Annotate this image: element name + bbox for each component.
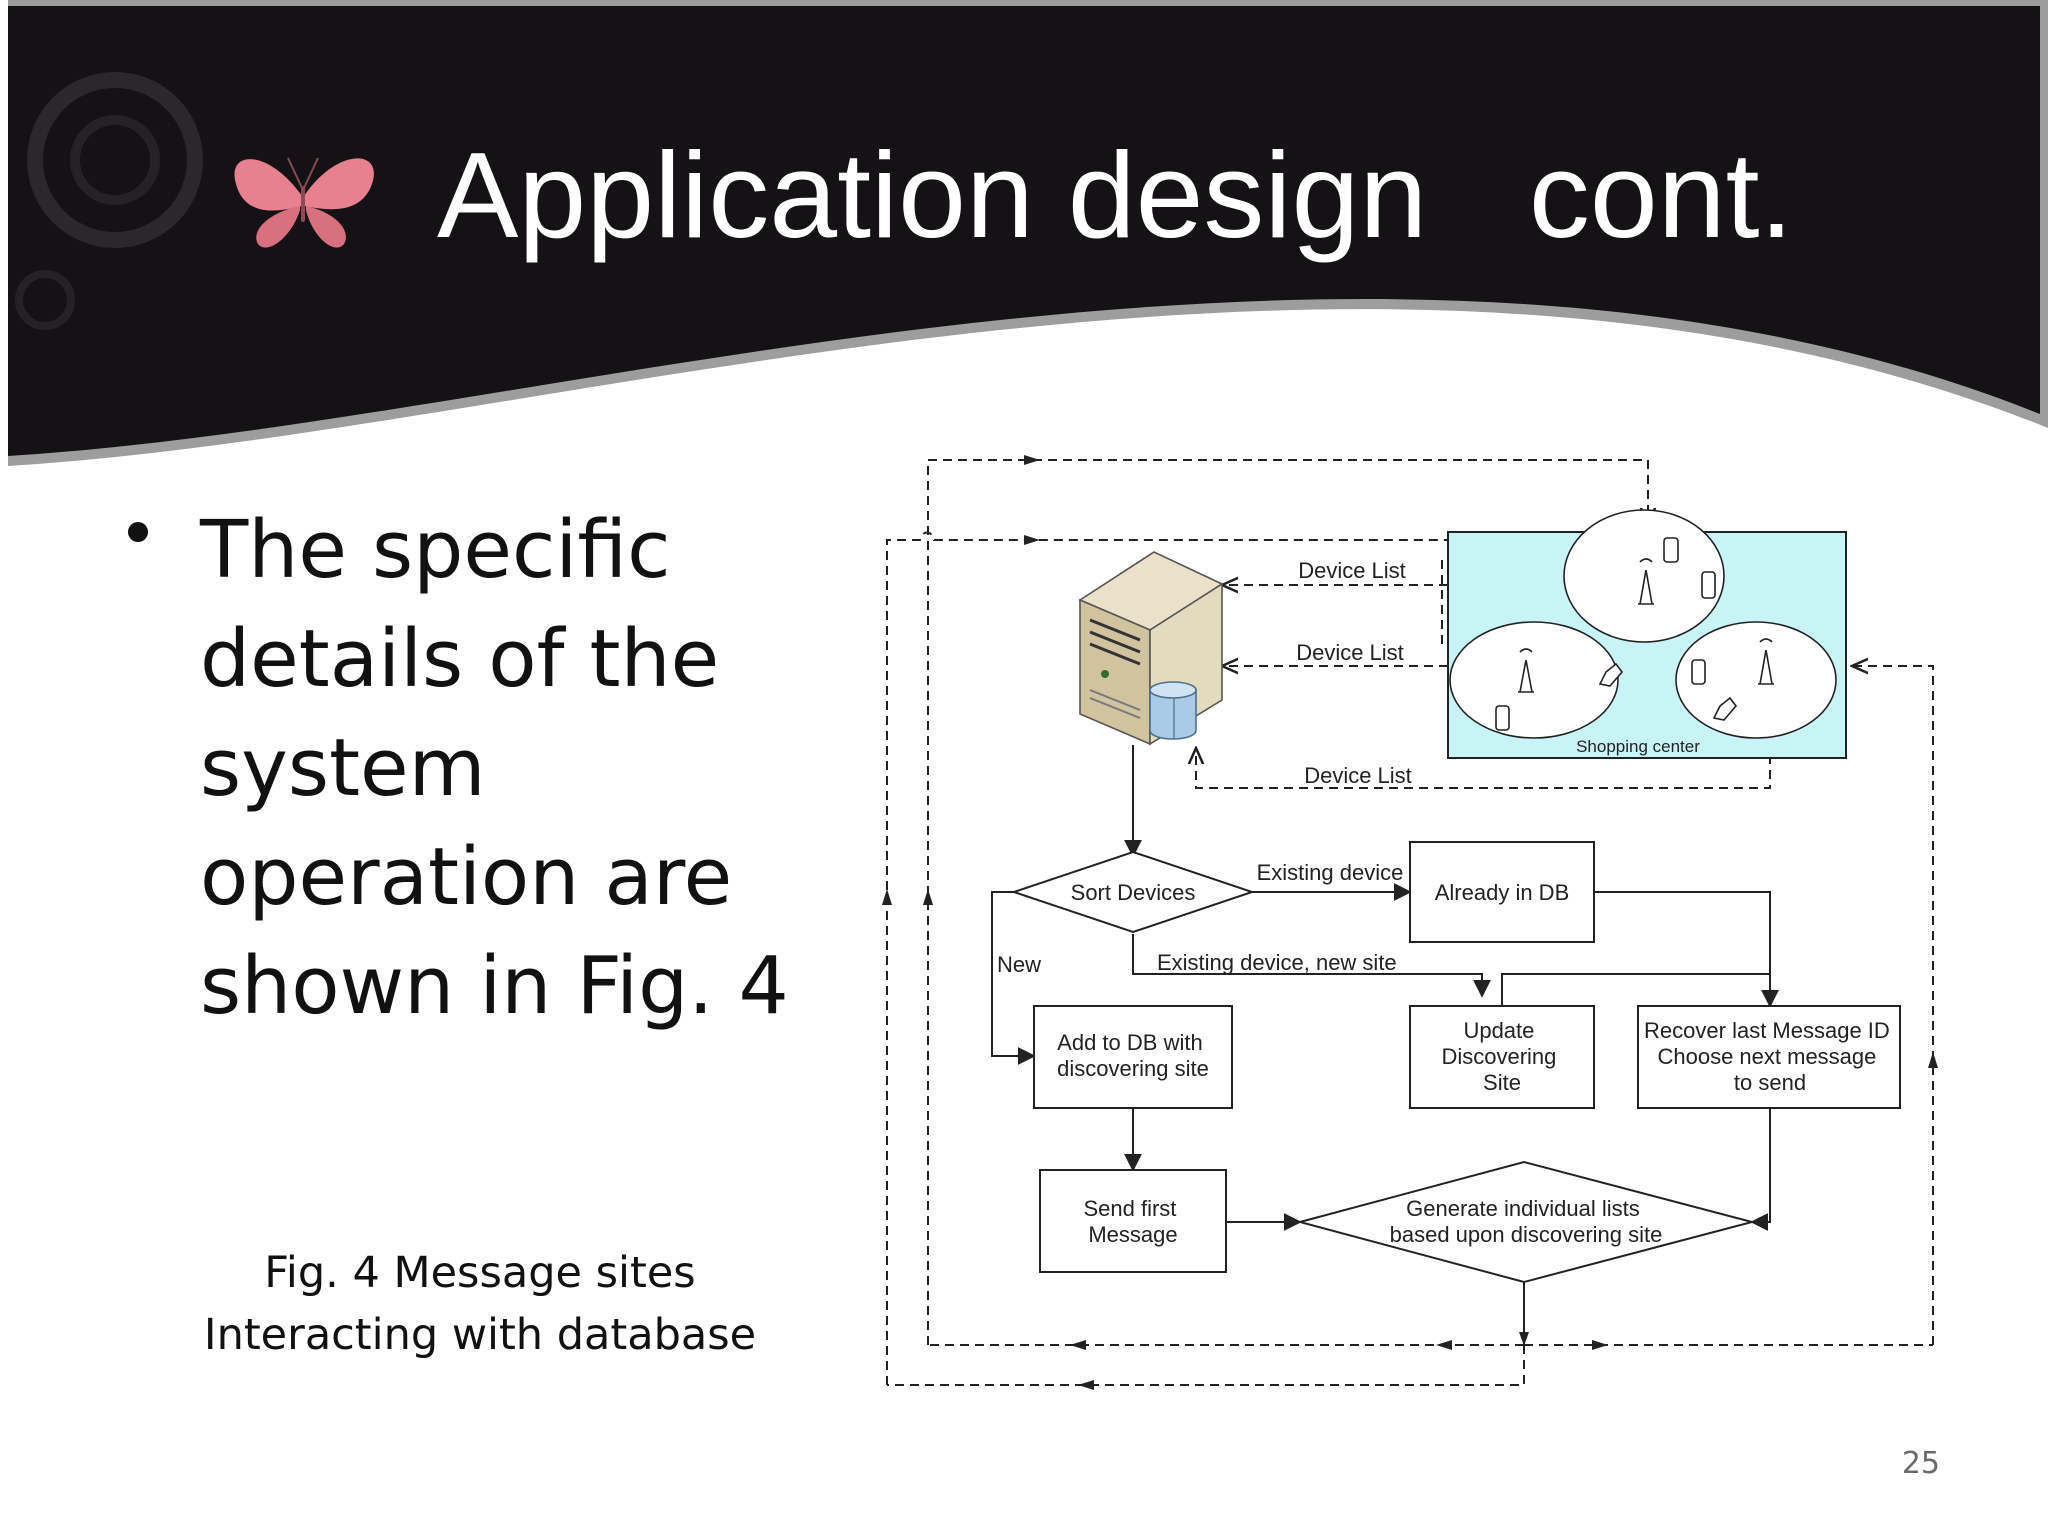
solid-connectors xyxy=(991,745,1779,1345)
mobile-phone-icon xyxy=(1495,537,1716,731)
add-to-db-text: Add to DB with discovering site xyxy=(1057,1030,1209,1081)
already-in-db-box: Already in DB xyxy=(1409,841,1595,943)
existing-device-label: Existing device xyxy=(1257,860,1404,885)
update-line-2: Discovering xyxy=(1441,1044,1556,1069)
shopping-center-label: Shopping center xyxy=(1576,737,1700,756)
site-ellipse-top xyxy=(1563,509,1725,643)
device-list-label-1: Device List xyxy=(1298,558,1406,583)
update-line-3: Site xyxy=(1483,1070,1521,1095)
dashed-direction-markers xyxy=(882,455,1938,1390)
add-to-db-line-1: Add to DB with xyxy=(1057,1030,1203,1055)
update-line-1: Update xyxy=(1463,1018,1534,1043)
site-ellipse-right xyxy=(1675,621,1837,739)
recover-line-3: to send xyxy=(1734,1070,1806,1095)
recover-line-2: Choose next message xyxy=(1657,1044,1876,1069)
caption-line-1: Fig. 4 Message sites xyxy=(264,1248,696,1298)
database-icon xyxy=(1149,681,1197,740)
loop-outer-bottom xyxy=(887,1345,1525,1386)
bullet-text: The specific details of the system opera… xyxy=(200,504,789,1032)
flip-phone-icon xyxy=(1598,662,1738,721)
caption-line-2: Interacting with database xyxy=(203,1310,757,1360)
generate-bottom-arrowhead xyxy=(1519,1332,1529,1346)
shopping-center-panel: Shopping center xyxy=(1447,509,1847,759)
add-to-db-box: Add to DB with discovering site xyxy=(1033,1005,1233,1109)
bullet-dot-icon xyxy=(128,522,148,542)
already-in-db-label: Already in DB xyxy=(1435,880,1570,905)
header-band xyxy=(8,0,2048,466)
header-ring-decoration-small xyxy=(15,270,75,330)
generate-lists-decision: Generate individual lists based upon dis… xyxy=(1296,1160,1756,1284)
slide-title: Application design cont. xyxy=(437,127,1794,263)
sort-devices-decision: Sort Devices xyxy=(1010,850,1256,934)
send-first-line-2: Message xyxy=(1088,1222,1177,1247)
header-ring-decoration-inner xyxy=(70,115,160,205)
send-first-line-1: Send first xyxy=(1083,1196,1176,1221)
antenna-icon xyxy=(1518,558,1774,693)
new-label: New xyxy=(997,952,1041,977)
already-to-recover xyxy=(1594,891,1779,1008)
loop-outer-to-shopping-center xyxy=(886,531,1448,1385)
update-text: Update Discovering Site xyxy=(1441,1018,1562,1095)
recover-to-generate xyxy=(1750,1108,1771,1231)
generate-text: Generate individual lists based upon dis… xyxy=(1390,1196,1663,1247)
update-discovering-site-box: Update Discovering Site xyxy=(1409,1005,1595,1109)
recover-text: Recover last Message ID Choose next mess… xyxy=(1644,1018,1896,1095)
recover-line-1: Recover last Message ID xyxy=(1644,1018,1890,1043)
recover-message-box: Recover last Message ID Choose next mess… xyxy=(1637,1005,1901,1109)
loop-right-to-shopping-center xyxy=(1852,666,1934,1345)
sort-to-update xyxy=(1132,934,1491,998)
device-list-label-2: Device List xyxy=(1296,640,1404,665)
generate-line-2: based upon discovering site xyxy=(1390,1222,1663,1247)
send-first-text: Send first Message xyxy=(1083,1196,1182,1247)
add-to-db-line-2: discovering site xyxy=(1057,1056,1209,1081)
existing-device-new-site-label: Existing device, new site xyxy=(1157,950,1397,975)
butterfly-icon xyxy=(234,157,374,248)
update-to-recover xyxy=(1501,973,1770,1006)
send-first-message-box: Send first Message xyxy=(1039,1169,1227,1273)
site-ellipse-left xyxy=(1449,621,1619,739)
device-list-label-3: Device List xyxy=(1304,763,1412,788)
sort-devices-label: Sort Devices xyxy=(1071,880,1196,905)
generate-line-1: Generate individual lists xyxy=(1406,1196,1640,1221)
sort-new-to-add xyxy=(991,891,1036,1065)
page-number: 25 xyxy=(1901,1446,1940,1481)
header-black-band xyxy=(8,6,2040,456)
header-ring-decoration xyxy=(27,72,203,248)
figure-caption: Fig. 4 Message sites Interacting with da… xyxy=(180,1242,780,1366)
